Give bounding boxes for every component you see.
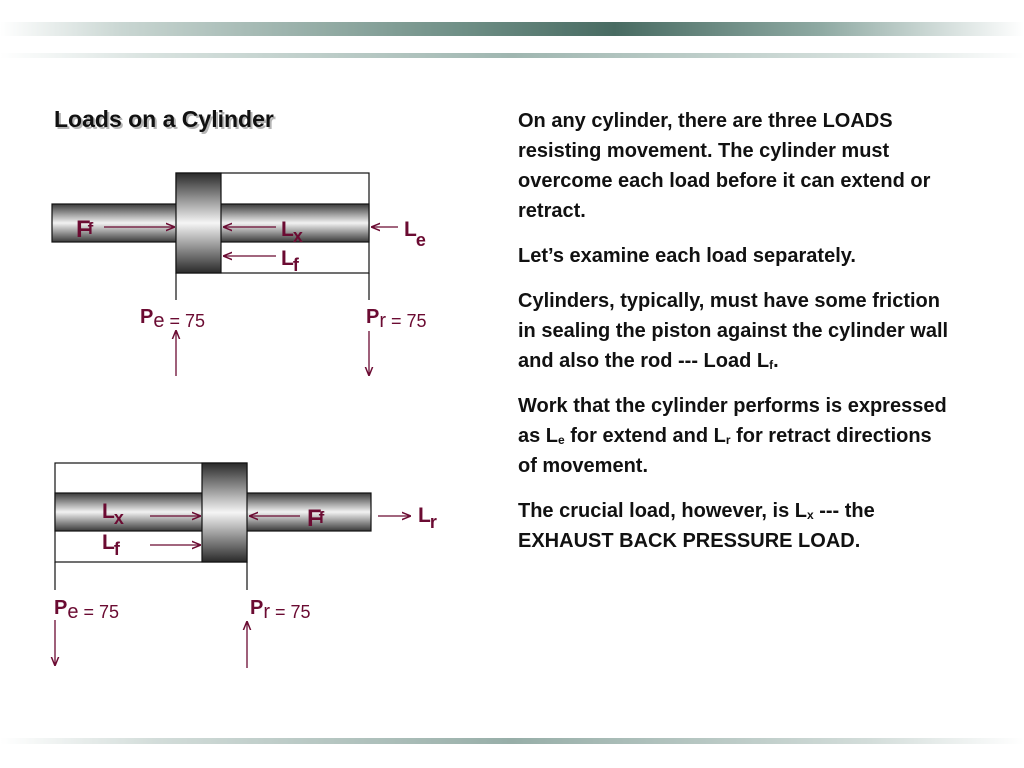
p5-subscript: x <box>806 508 814 522</box>
p1-text: On any cylinder, there are three LOADS r… <box>518 110 931 222</box>
p3-subscript: f <box>769 358 774 372</box>
header-band-upper <box>0 22 1024 36</box>
p4-text-b: for extend and L <box>564 425 726 447</box>
p4-text-a: Work that the cylinder performs is expre… <box>518 395 947 447</box>
p4-subscript-e: e <box>558 433 565 447</box>
top-cylinder <box>51 172 370 300</box>
explanation-paragraph-3: Cylinders, typically, must have some fri… <box>518 286 950 376</box>
p5-text-a: The crucial load, however, is L <box>518 500 807 522</box>
top-pr-label: Pr = 75 <box>366 306 427 332</box>
bottom-pe-label: Pe = 75 <box>54 597 119 623</box>
slide-title: Loads on a Cylinder <box>54 106 274 132</box>
p2-text: Let’s examine each load separately. <box>518 245 856 267</box>
top-load-x-label: Lx <box>281 218 303 246</box>
top-force-label: Ff <box>76 216 94 243</box>
bottom-cylinder <box>54 462 372 590</box>
bottom-load-x-label: Lx <box>102 500 124 528</box>
explanation-paragraph-4: Work that the cylinder performs is expre… <box>518 391 950 481</box>
top-load-e-label: Le <box>404 218 426 250</box>
explanation-paragraph-1: On any cylinder, there are three LOADS r… <box>518 106 950 226</box>
explanation-paragraph-5: The crucial load, however, is Lx --- the… <box>518 496 950 556</box>
bottom-load-r-label: Lr <box>418 504 437 532</box>
top-pe-label: Pe = 75 <box>140 306 205 332</box>
p4-text-c: for retract directions of movement. <box>518 425 932 477</box>
explanation-paragraph-2: Let’s examine each load separately. <box>518 241 950 271</box>
bottom-piston <box>201 462 248 563</box>
explanation-text: On any cylinder, there are three LOADS r… <box>518 106 950 571</box>
p3-text: Cylinders, typically, must have some fri… <box>518 290 949 372</box>
p3-end: . <box>773 350 779 372</box>
p4-subscript-r: r <box>725 433 731 447</box>
bottom-force-label: Ff <box>307 505 325 532</box>
p5-text-b: --- the EXHAUST BACK PRESSURE LOAD. <box>518 500 875 552</box>
top-load-f-label: Lf <box>281 247 300 275</box>
top-piston <box>175 172 222 274</box>
footer-band <box>0 738 1024 744</box>
header-band-lower <box>0 53 1024 58</box>
bottom-pr-label: Pr = 75 <box>250 597 311 623</box>
bottom-load-f-label: Lf <box>102 531 121 559</box>
